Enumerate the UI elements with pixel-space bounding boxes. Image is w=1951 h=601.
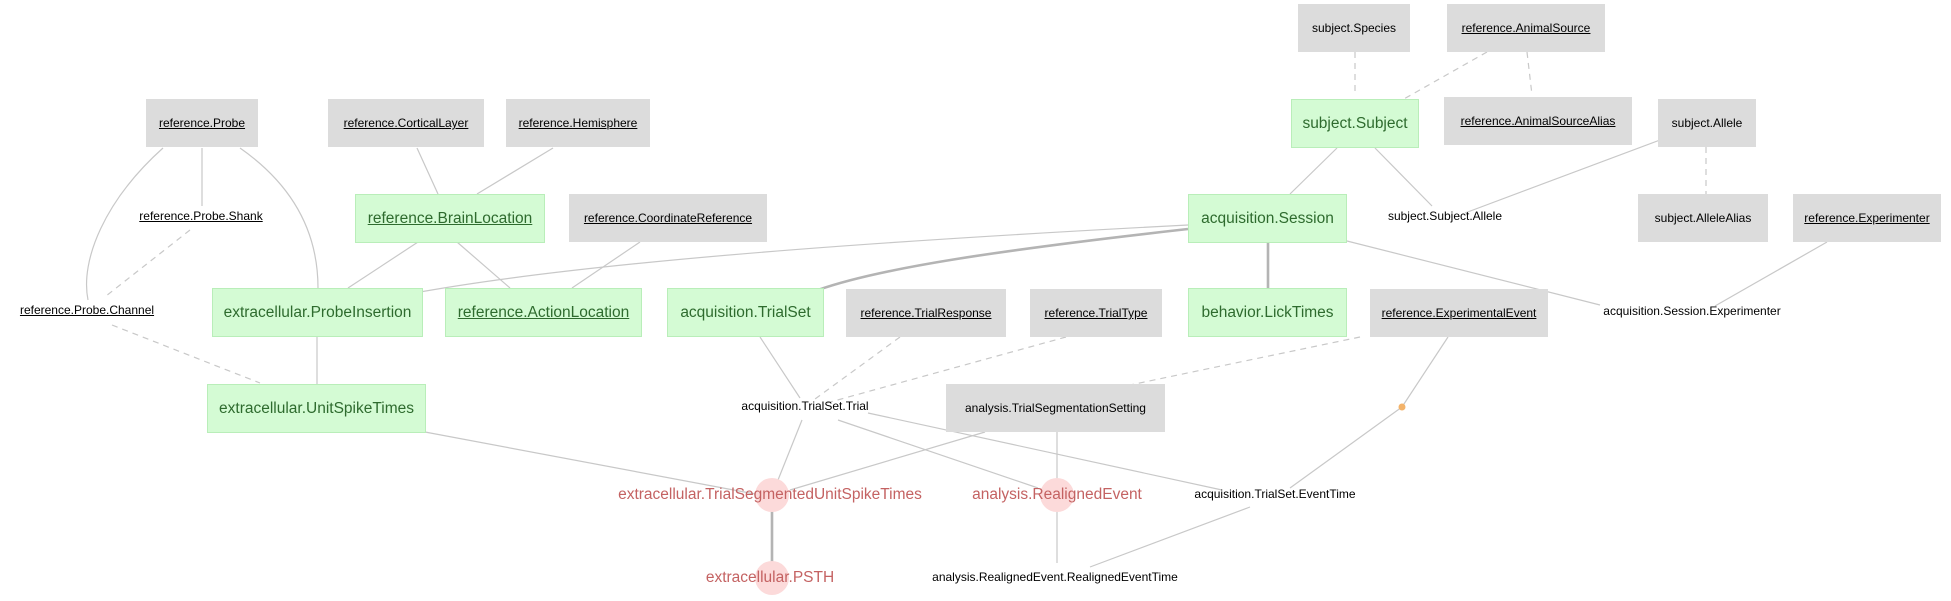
lookup-trial-type[interactable]: reference.TrialType — [1030, 289, 1162, 337]
edge-eventtime-realignedeventtime — [1089, 506, 1251, 568]
part-session-experimenter[interactable]: acquisition.Session.Experimenter — [1603, 304, 1781, 318]
computed-trial-segmented-unit-spike-times[interactable]: extracellular.TrialSegmentedUnitSpikeTim… — [618, 486, 922, 503]
lookup-trial-segmentation-setting[interactable]: analysis.TrialSegmentationSetting — [946, 384, 1165, 432]
lookup-coordinate-reference[interactable]: reference.CoordinateReference — [569, 194, 767, 242]
manual-unit-spike-times[interactable]: extracellular.UnitSpikeTimes — [207, 384, 426, 433]
edge-segmentation-tsust — [789, 431, 986, 491]
lookup-allele-alias[interactable]: subject.AlleleAlias — [1638, 194, 1768, 242]
edge-channel-unitspiketimes — [111, 324, 261, 384]
computed-realigned-event[interactable]: analysis.RealignedEvent — [972, 486, 1142, 503]
computed-psth[interactable]: extracellular.PSTH — [705, 569, 835, 586]
edge-experimenter-sessionexperimenter — [1714, 241, 1828, 307]
edge-trial-realignedevent — [837, 419, 1039, 489]
edge-probe-probeinsertion — [239, 147, 319, 289]
edge-trialtype-trial — [822, 336, 1067, 405]
edge-subject-subjectallele — [1374, 147, 1433, 207]
edge-probe-channel — [85, 147, 164, 301]
part-trial-set-event-time[interactable]: acquisition.TrialSet.EventTime — [1194, 487, 1356, 501]
edge-trialresponse-trial — [814, 336, 901, 400]
edge-shank-channel — [105, 229, 191, 297]
edge-corticallayer-brainlocation — [416, 147, 439, 195]
computed-tsust-circle — [755, 478, 789, 512]
computed-realigned-event-circle — [1040, 478, 1074, 512]
manual-trial-set[interactable]: acquisition.TrialSet — [667, 288, 824, 337]
manual-action-location[interactable]: reference.ActionLocation — [445, 288, 642, 337]
lookup-animal-source-alias[interactable]: reference.AnimalSourceAlias — [1444, 97, 1632, 145]
lookup-probe[interactable]: reference.Probe — [146, 99, 258, 147]
manual-brain-location[interactable]: reference.BrainLocation — [355, 194, 545, 243]
edge-allele-subjectallele — [1464, 139, 1661, 214]
edge-brainlocation-actionlocation — [456, 241, 511, 289]
edge-trial-eventtime — [867, 412, 1223, 491]
lookup-hemisphere[interactable]: reference.Hemisphere — [506, 99, 650, 147]
edge-experimentalevent-segmentation — [1129, 336, 1361, 386]
edge-unitspiketimes-tsust — [424, 431, 756, 495]
lookup-experimenter[interactable]: reference.Experimenter — [1793, 194, 1941, 242]
edge-experimentalevent-dot — [1401, 336, 1449, 408]
edge-hemisphere-brainlocation — [476, 147, 554, 195]
edge-subject-session — [1289, 147, 1338, 195]
lookup-trial-response[interactable]: reference.TrialResponse — [846, 289, 1006, 337]
edge-session-trialset — [817, 227, 1189, 292]
manual-subject[interactable]: subject.Subject — [1291, 99, 1419, 148]
part-probe-shank[interactable]: reference.Probe.Shank — [139, 209, 263, 223]
lookup-experimental-event[interactable]: reference.ExperimentalEvent — [1370, 289, 1548, 337]
lookup-animal-source[interactable]: reference.AnimalSource — [1447, 4, 1605, 52]
lookup-species[interactable]: subject.Species — [1298, 4, 1410, 52]
computed-psth-circle — [755, 561, 789, 595]
edge-dot-eventtime — [1289, 406, 1403, 489]
edge-session-probeinsertion — [419, 224, 1189, 293]
manual-probe-insertion[interactable]: extracellular.ProbeInsertion — [212, 288, 423, 337]
edge-animalsource-alias — [1526, 51, 1533, 96]
lookup-cortical-layer[interactable]: reference.CorticalLayer — [328, 99, 484, 147]
part-subject-allele[interactable]: subject.Subject.Allele — [1387, 209, 1503, 223]
edge-animalsource-subject — [1394, 51, 1488, 105]
part-probe-channel[interactable]: reference.Probe.Channel — [19, 303, 155, 317]
part-trial-set-trial[interactable]: acquisition.TrialSet.Trial — [741, 399, 869, 413]
edge-brainlocation-probeinsertion — [347, 241, 419, 289]
manual-session[interactable]: acquisition.Session — [1188, 194, 1347, 243]
edge-session-sessionexperimenter — [1342, 239, 1601, 306]
edge-coordref-actionlocation — [571, 241, 641, 289]
part-realigned-event-time[interactable]: analysis.RealignedEvent.RealignedEventTi… — [932, 570, 1178, 584]
part-connector-dot — [1398, 403, 1406, 411]
edge-trialset-trial — [759, 336, 801, 399]
lookup-allele[interactable]: subject.Allele — [1658, 99, 1756, 147]
manual-lick-times[interactable]: behavior.LickTimes — [1188, 288, 1347, 337]
edge-trial-tsust — [777, 419, 803, 481]
